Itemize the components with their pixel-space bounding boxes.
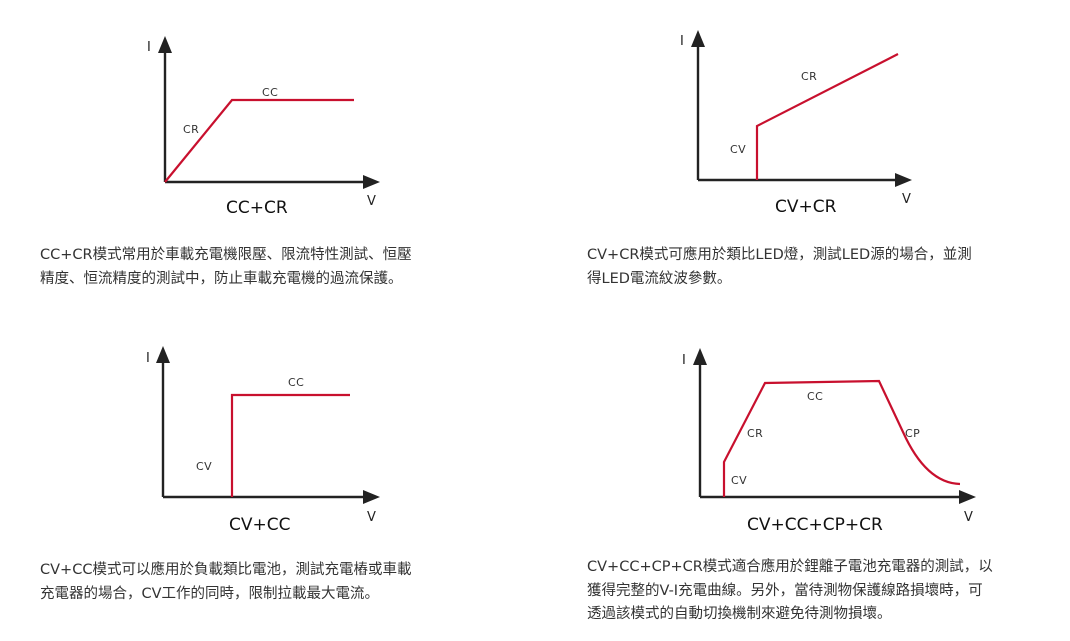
y-axis-label: I — [682, 353, 686, 368]
y-axis-label: I — [147, 40, 151, 55]
desc-line: CV+CC+CP+CR模式適合應用於鋰離子電池充電器的測試，以 — [587, 559, 993, 575]
desc-line: 精度、恒流精度的測試中，防止車載充電機的過流保護。 — [40, 270, 403, 287]
cc-cr-curve — [164, 98, 354, 183]
desc-line: CV+CR模式可應用於類比LED燈，測試LED源的場合，並測 — [587, 247, 972, 263]
segment-label-cv: CV — [730, 143, 746, 156]
desc-line: 獲得完整的V-I充電曲線。另外，當待測物保護線路損壞時，可 — [587, 582, 983, 599]
segment-label-cv: CV — [731, 474, 747, 487]
y-axis-arrow — [158, 36, 172, 53]
x-axis-arrow — [363, 490, 380, 504]
cv-cc-diagram: I V CV CC CV+CC — [146, 346, 380, 535]
x-axis-arrow — [959, 490, 976, 504]
mode-title: CV+CR — [775, 197, 837, 217]
desc-line: 充電器的場合，CV工作的同時，限制拉載最大電流。 — [40, 585, 380, 602]
segment-label-cr: CR — [747, 427, 763, 440]
cv-cr-curve — [755, 53, 899, 180]
desc-line: 透過該模式的自動切換機制來避免待測物損壞。 — [587, 606, 892, 622]
mode-description: CV+CC+CP+CR模式適合應用於鋰離子電池充電器的測試，以 獲得完整的V-I… — [587, 556, 993, 627]
cv-cr-diagram: I V CV CR CV+CR — [680, 30, 912, 217]
y-axis-label: I — [146, 351, 150, 366]
segment-label-cr: CR — [183, 123, 199, 136]
y-axis-arrow — [156, 346, 170, 363]
mode-title: CV+CC — [229, 515, 290, 535]
cv-cc-curve — [230, 393, 350, 497]
desc-line: 得LED電流紋波參數。 — [587, 270, 732, 287]
segment-label-cr: CR — [801, 70, 817, 83]
mode-title: CC+CR — [226, 198, 288, 218]
segment-label-cp: CP — [905, 427, 920, 440]
y-axis-arrow — [693, 348, 707, 365]
x-axis-arrow — [895, 173, 912, 187]
y-axis-arrow — [691, 30, 705, 47]
desc-line: CV+CC模式可以應用於負載類比電池，測試充電樁或車載 — [40, 562, 412, 578]
segment-label-cc: CC — [262, 86, 278, 99]
mode-description: CV+CR模式可應用於類比LED燈，測試LED源的場合，並測 得LED電流紋波參… — [587, 244, 972, 291]
y-axis-label: I — [680, 34, 684, 49]
x-axis-label: V — [902, 192, 911, 207]
mode-title: CV+CC+CP+CR — [747, 515, 883, 535]
cv-cc-cp-cr-curve — [722, 379, 961, 497]
mode-description: CC+CR模式常用於車載充電機限壓、限流特性測試、恒壓 精度、恒流精度的測試中，… — [40, 244, 412, 291]
x-axis-arrow — [363, 175, 380, 189]
mode-description: CV+CC模式可以應用於負載類比電池，測試充電樁或車載 充電器的場合，CV工作的… — [40, 559, 411, 606]
cc-cr-diagram: I V CR CC CC+CR — [147, 36, 380, 218]
x-axis-label: V — [964, 510, 973, 525]
desc-line: CC+CR模式常用於車載充電機限壓、限流特性測試、恒壓 — [40, 247, 412, 263]
segment-label-cv: CV — [196, 460, 212, 473]
segment-label-cc: CC — [288, 376, 304, 389]
segment-label-cc: CC — [807, 390, 823, 403]
x-axis-label: V — [367, 510, 376, 525]
x-axis-label: V — [367, 194, 376, 209]
